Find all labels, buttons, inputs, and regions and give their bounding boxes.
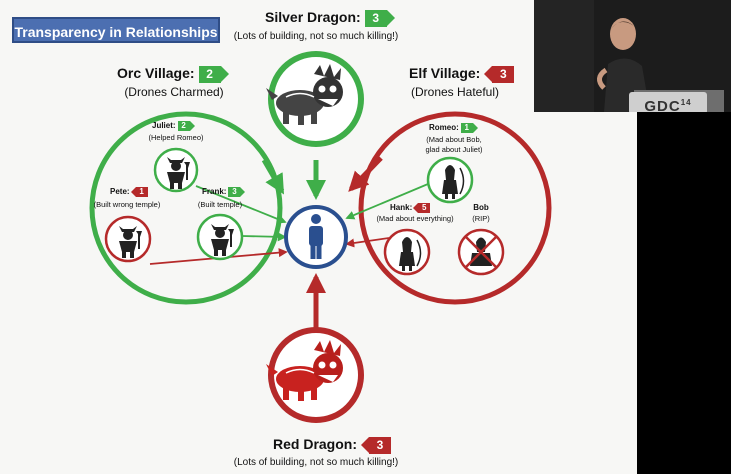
silver-dragon-icon	[266, 51, 364, 147]
hank-note: (Mad about everything)	[376, 214, 454, 223]
speaker-video: GDC14	[534, 0, 731, 112]
frank-label: Frank:3	[202, 187, 246, 197]
romeo-score-badge: 1	[460, 123, 478, 133]
bob-note: (RIP)	[472, 214, 490, 223]
gdc-logo: GDC14	[629, 92, 707, 112]
black-bar	[637, 112, 731, 474]
juliet-arrow	[195, 185, 287, 224]
elf-icon	[383, 228, 431, 276]
orc-icon	[196, 213, 244, 261]
juliet-score-badge: 2	[177, 121, 195, 131]
pete-score-badge: 1	[130, 187, 148, 197]
orc-village-circle	[89, 111, 283, 305]
hank-label: Hank:5	[390, 203, 431, 213]
presentation-slide: Transparency in Relationships Silver Dra…	[0, 0, 637, 474]
pete-note: (Built wrong temple)	[93, 200, 161, 209]
frank-note: (Built temple)	[197, 200, 243, 209]
orc-icon	[104, 215, 152, 263]
romeo-arrow	[345, 183, 429, 220]
orc-village-arrow	[261, 158, 285, 195]
frank-arrow	[241, 232, 287, 242]
orc-village-note: (Drones Charmed)	[124, 85, 224, 99]
juliet-name: Juliet:	[152, 121, 176, 131]
red-dragon-icon	[266, 327, 364, 423]
relationship-diagram	[89, 51, 552, 423]
elf-icon	[426, 156, 474, 204]
bob-name: Bob	[473, 203, 489, 212]
player-icon	[284, 205, 348, 269]
elf-village-score-badge: 3	[484, 65, 515, 83]
pete-name: Pete:	[110, 187, 130, 197]
hank-score-badge: 5	[413, 203, 431, 213]
hank-name: Hank:	[390, 203, 413, 213]
silver-dragon-name: Silver Dragon:	[265, 9, 361, 25]
slide-title: Transparency in Relationships	[12, 17, 220, 43]
red-dragon-score-badge: 3	[361, 436, 391, 454]
orc-village-name: Orc Village:	[117, 65, 195, 81]
silver-dragon-score-badge: 3	[364, 9, 395, 27]
orc-village-score-badge: 2	[198, 65, 229, 83]
elf-village-label: Elf Village:3	[409, 65, 515, 83]
romeo-label: Romeo:1	[429, 123, 478, 133]
gdc-logo-text: GDC	[644, 98, 681, 112]
red-dragon-name: Red Dragon:	[273, 436, 357, 452]
elf-icon	[457, 228, 505, 276]
gdc-logo-year: 14	[680, 98, 692, 107]
silver-dragon-label: Silver Dragon:3	[265, 9, 395, 27]
romeo-note-line2: glad about Juliet)	[425, 145, 483, 154]
elf-village-arrow	[348, 156, 383, 192]
elf-village-name: Elf Village:	[409, 65, 481, 81]
juliet-label: Juliet:2	[152, 121, 195, 131]
orc-village-label: Orc Village:2	[117, 65, 229, 83]
pete-label: Pete:1	[110, 187, 148, 197]
romeo-name: Romeo:	[429, 123, 459, 133]
romeo-note-line1: (Mad about Bob,	[426, 135, 482, 144]
frank-score-badge: 3	[228, 187, 246, 197]
silver-dragon-note: (Lots of building, not so much killing!)	[233, 31, 399, 42]
red-dragon-label: Red Dragon:3	[273, 436, 391, 454]
elf-village-note: (Drones Hateful)	[410, 85, 500, 99]
orc-icon	[153, 147, 199, 193]
red-dragon-note: (Lots of building, not so much killing!)	[233, 457, 399, 468]
juliet-note: (Helped Romeo)	[148, 133, 204, 142]
frank-name: Frank:	[202, 187, 227, 197]
elf-village-circle	[358, 111, 552, 305]
hank-arrow	[345, 237, 390, 248]
